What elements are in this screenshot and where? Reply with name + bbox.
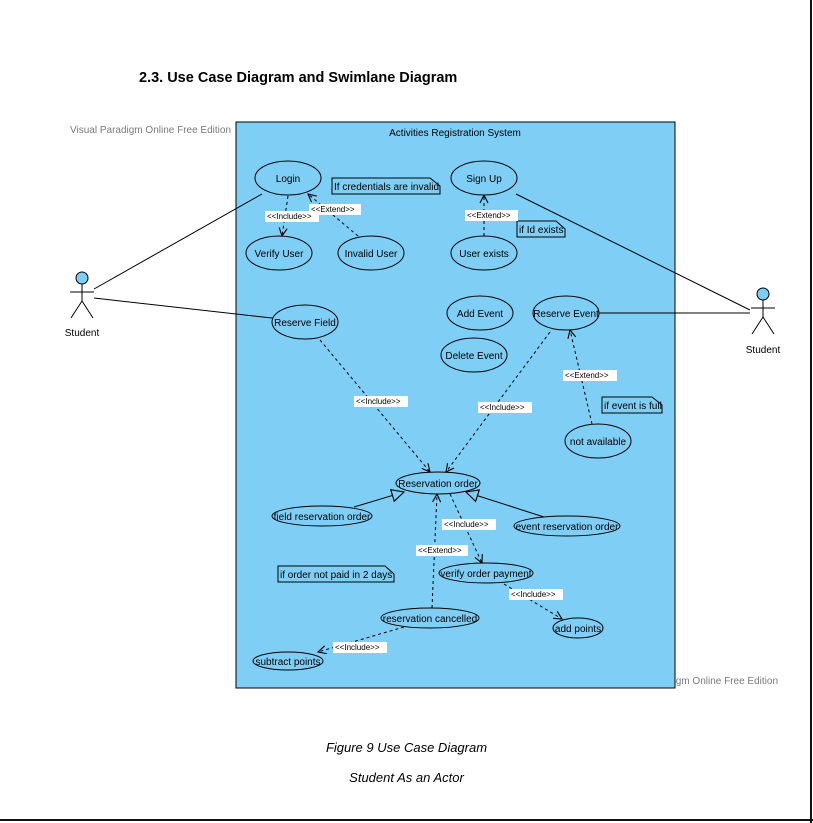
- label-delete-event: Delete Event: [445, 351, 502, 362]
- use-case-reservation-order: [395, 471, 481, 495]
- use-case-verify-user: [245, 235, 313, 271]
- label-login: Login: [276, 174, 300, 185]
- note-order-not-paid-text: if order not paid in 2 days: [280, 570, 392, 581]
- use-case-event-reservation-order: [513, 515, 621, 537]
- stereo-include-reserve-field: <<Include>>: [356, 397, 401, 406]
- use-case-not-available: [564, 423, 632, 459]
- label-add-event: Add Event: [457, 309, 503, 320]
- label-reservation-cancelled: reservation cancelled: [383, 614, 478, 625]
- section-heading: 2.3. Use Case Diagram and Swimlane Diagr…: [139, 70, 458, 86]
- actor-student-right: [751, 287, 775, 335]
- label-reservation-order: Reservation order: [398, 479, 478, 490]
- use-case-add-points: [552, 617, 604, 639]
- label-sign-up: Sign Up: [466, 174, 502, 185]
- label-reserve-event: Reserve Event: [533, 309, 599, 320]
- label-event-reservation-order: event reservation order: [516, 522, 620, 533]
- system-title: Activities Registration System: [389, 128, 521, 139]
- stereo-include-login: <<Include>>: [267, 212, 312, 221]
- figure-subtitle: Student As an Actor: [349, 770, 464, 785]
- use-case-invalid-user: [337, 235, 405, 271]
- note-order-not-paid: [277, 565, 395, 583]
- generalizations: [353, 492, 545, 518]
- label-invalid-user: Invalid User: [345, 249, 398, 260]
- note-credentials-invalid: [331, 177, 441, 195]
- label-verify-user: Verify User: [255, 249, 305, 260]
- label-add-points: add points: [555, 624, 601, 635]
- use-case-verify-order-payment: [438, 562, 534, 584]
- page-border-right: [810, 0, 812, 823]
- label-verify-order-payment: verify order payment: [440, 569, 531, 580]
- use-case-add-event: [446, 295, 514, 331]
- actor-student-right-label: Student: [746, 345, 781, 356]
- label-user-exists: User exists: [459, 249, 508, 260]
- label-not-available: not available: [570, 437, 627, 448]
- stereo-extend-cancel: <<Extend>>: [418, 546, 462, 555]
- actor-student-left: [70, 271, 94, 319]
- stereo-include-payment: <<Include>>: [444, 520, 489, 529]
- use-case-field-reservation-order: [271, 505, 373, 527]
- stereo-include-add-points: <<Include>>: [511, 590, 556, 599]
- watermark-top: Visual Paradigm Online Free Edition: [70, 125, 232, 136]
- stereo-extend-signup: <<Extend>>: [467, 211, 511, 220]
- stereo-extend-login: <<Extend>>: [311, 205, 355, 214]
- use-case-delete-event: [440, 337, 508, 373]
- stereo-include-subtract-points: <<Include>>: [335, 643, 380, 652]
- page-border-bottom: [0, 819, 813, 821]
- use-case-subtract-points: [252, 651, 324, 671]
- use-case-user-exists: [450, 235, 518, 271]
- figure-caption: Figure 9 Use Case Diagram: [325, 740, 488, 755]
- watermark-bottom: Visual Paradigm Online Free Edition: [617, 676, 779, 687]
- label-reserve-field: Reserve Field: [274, 318, 336, 329]
- note-event-full: [601, 396, 663, 414]
- note-id-exists: [516, 220, 566, 238]
- use-case-reserve-field: [271, 304, 339, 340]
- use-case-reserve-event: [532, 295, 600, 331]
- use-case-reservation-cancelled: [380, 607, 480, 629]
- label-field-reservation-order: field reservation order: [274, 512, 371, 523]
- use-case-login: [254, 160, 322, 196]
- stereo-extend-reserve-event: <<Extend>>: [565, 371, 609, 380]
- actor-student-left-label: Student: [65, 328, 100, 339]
- note-event-full-text: if event is full: [604, 401, 662, 412]
- label-subtract-points: subtract points: [255, 657, 320, 668]
- note-credentials-invalid-text: If credentials are invalid: [334, 182, 439, 193]
- note-id-exists-text: if Id exists: [519, 225, 563, 236]
- stereo-include-reserve-event: <<Include>>: [480, 403, 525, 412]
- use-case-sign-up: [450, 160, 518, 196]
- associations: [93, 193, 751, 319]
